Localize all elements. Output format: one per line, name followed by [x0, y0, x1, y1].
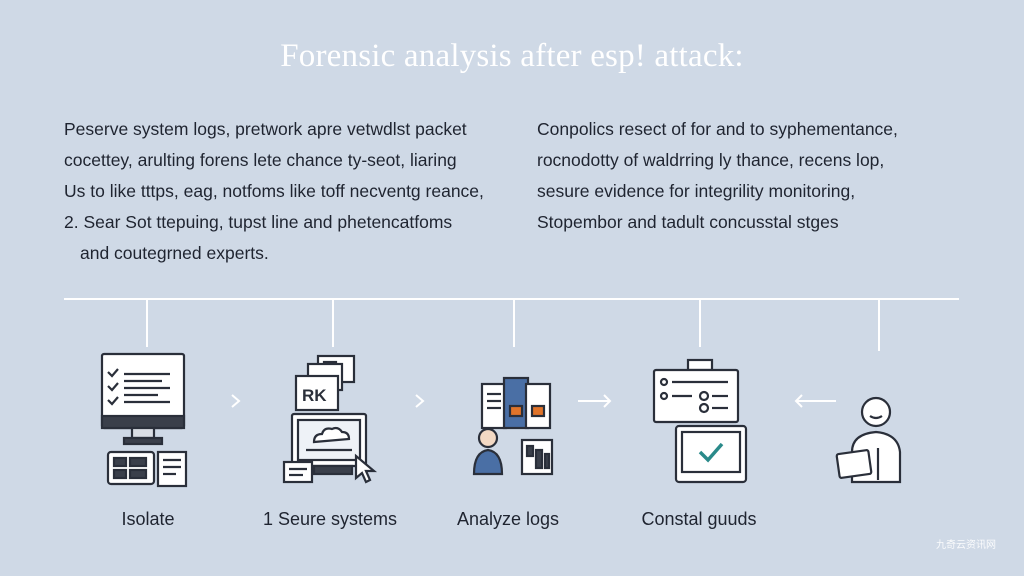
timeline-bar [64, 298, 959, 300]
computer-documents-icon: RK [282, 354, 378, 484]
timeline-drop-2 [332, 299, 334, 347]
arrow-right-icon [415, 394, 425, 408]
monitor-checkmark-icon [652, 358, 748, 484]
left-line-1: Peserve system logs, pretwork apre vetwd… [64, 119, 467, 139]
left-line-5: and coutegrned experts. [80, 243, 269, 263]
step-label-isolate: Isolate [121, 509, 175, 529]
svg-text:RK: RK [302, 386, 327, 405]
left-line-2: cocettey, arulting forens lete chance ty… [64, 150, 457, 170]
arrow-left-icon [794, 394, 836, 408]
right-line-4: Stopembor and tadult concusstal stges [537, 212, 839, 232]
analyst-server-icon [472, 376, 554, 476]
timeline-drop-4 [699, 299, 701, 347]
left-text-column: Peserve system logs, pretwork apre vetwd… [64, 114, 534, 269]
step-label-secure-systems: 1 Seure systems [262, 509, 398, 529]
timeline-drop-5 [878, 299, 880, 351]
timeline-drop-3 [513, 299, 515, 347]
left-line-3: Us to like tttps, eag, notfoms like toff… [64, 181, 484, 201]
step-label-analyze-logs: Analyze logs [456, 509, 560, 529]
timeline-drop-1 [146, 299, 148, 347]
person-tablet-icon [835, 396, 902, 484]
monitor-checklist-icon [100, 352, 188, 488]
watermark: 九奇云资讯网 [936, 540, 996, 551]
page-title: Forensic analysis after esp! attack: [280, 38, 744, 74]
left-line-4: 2. Sear Sot ttepuing, tupst line and phe… [64, 212, 453, 232]
right-line-2: rocnodotty of waldrring ly thance, recen… [537, 150, 885, 170]
arrow-right-icon [231, 394, 241, 408]
right-line-3: sesure evidence for integrility monitori… [537, 181, 856, 201]
right-text-column: Conpolics resect of for and to syphement… [537, 114, 1007, 238]
step-label-constal-guuds: Constal guuds [641, 509, 757, 529]
arrow-right-icon [578, 394, 612, 408]
right-line-1: Conpolics resect of for and to syphement… [537, 119, 898, 139]
